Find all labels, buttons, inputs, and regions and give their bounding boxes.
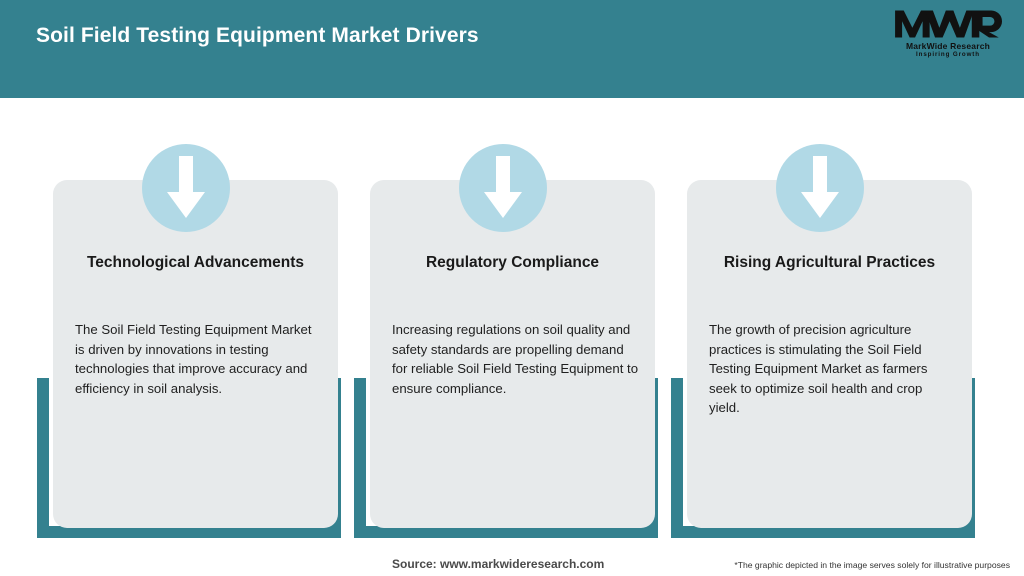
card-title: Technological Advancements	[86, 254, 305, 271]
brand-logo: MarkWide Research Inspiring Growth	[894, 8, 1002, 62]
mwr-logo-icon	[895, 10, 1002, 38]
arrow-down-icon	[459, 144, 547, 232]
card-panel: Technological Advancements The Soil Fiel…	[53, 180, 338, 528]
card-title: Regulatory Compliance	[425, 254, 600, 271]
logo-tagline: Inspiring Growth	[916, 51, 980, 58]
frame-bar-left	[354, 378, 366, 538]
driver-card-2: Regulatory Compliance Increasing regulat…	[354, 98, 674, 538]
source-label: Source: www.markwideresearch.com	[392, 557, 605, 571]
card-body-text: Increasing regulations on soil quality a…	[392, 322, 639, 396]
arrow-down-icon	[776, 144, 864, 232]
driver-card-3: Rising Agricultural Practices The growth…	[671, 98, 991, 538]
card-body-text: The Soil Field Testing Equipment Market …	[75, 322, 312, 396]
card-panel: Regulatory Compliance Increasing regulat…	[370, 180, 655, 528]
frame-bar-bottom	[671, 526, 975, 538]
disclaimer-note: *The graphic depicted in the image serve…	[734, 560, 1010, 570]
logo-name: MarkWide Research	[905, 41, 991, 51]
card-panel: Rising Agricultural Practices The growth…	[687, 180, 972, 528]
page-title: Soil Field Testing Equipment Market Driv…	[36, 24, 479, 47]
header-band: Soil Field Testing Equipment Market Driv…	[0, 0, 1024, 98]
frame-bar-left	[37, 378, 49, 538]
driver-cards-row: Technological Advancements The Soil Fiel…	[0, 98, 1024, 538]
card-accent-frame	[354, 378, 658, 538]
frame-bar-left	[671, 378, 683, 538]
card-title: Rising Agricultural Practices	[723, 254, 936, 271]
card-body-text: The growth of precision agriculture prac…	[709, 322, 928, 415]
driver-card-1: Technological Advancements The Soil Fiel…	[37, 98, 357, 538]
frame-bar-bottom	[354, 526, 658, 538]
arrow-down-icon	[142, 144, 230, 232]
frame-bar-bottom	[37, 526, 341, 538]
